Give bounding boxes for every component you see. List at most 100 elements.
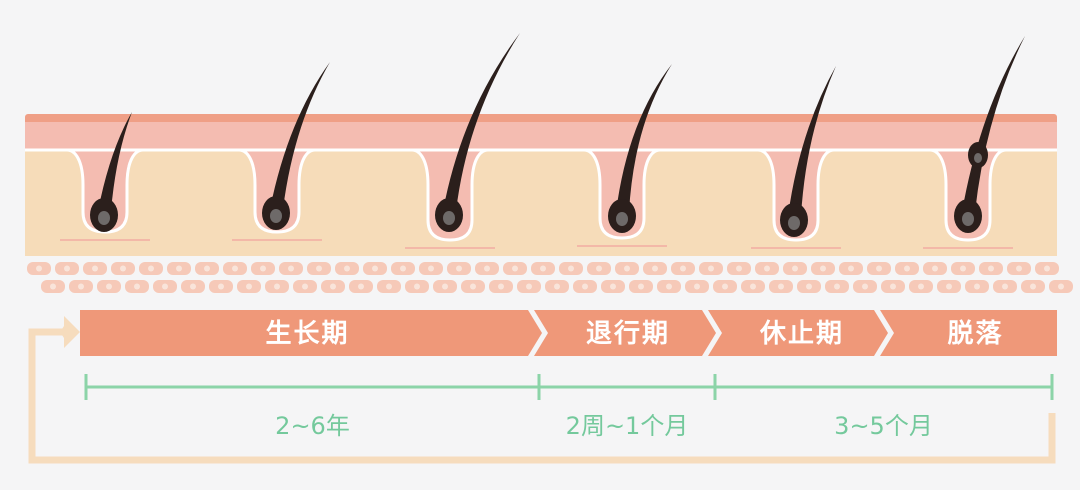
- skin-cell-nucleus: [988, 265, 994, 272]
- phase-bar-growth: [80, 310, 542, 356]
- skin-cell-nucleus: [932, 265, 938, 272]
- skin-cell-nucleus: [260, 265, 266, 272]
- phase-label-growth: 生长期: [265, 319, 350, 349]
- hair-shaft: [788, 66, 836, 216]
- follicle-5: [751, 66, 841, 249]
- skin-cell-nucleus: [946, 283, 952, 290]
- skin-cell-nucleus: [176, 265, 182, 272]
- phase-label-telogen: 休止期: [759, 319, 844, 349]
- skin-cell-nucleus: [400, 265, 406, 272]
- skin-cell-nucleus: [666, 283, 672, 290]
- skin-cell-nucleus: [862, 283, 868, 290]
- skin-cell-nucleus: [218, 283, 224, 290]
- hair-shaft: [443, 33, 520, 211]
- skin-cell-nucleus: [330, 283, 336, 290]
- skin-cell-nucleus: [568, 265, 574, 272]
- cycle-arrow-head-icon: [60, 316, 80, 348]
- hair-bulb-core: [98, 211, 110, 225]
- skin-cell-nucleus: [64, 265, 70, 272]
- hair-shaft: [962, 36, 1025, 212]
- follicle-6: [923, 36, 1025, 249]
- skin-cell-nucleus: [78, 283, 84, 290]
- old-hair-bulb-core: [974, 153, 982, 163]
- skin-cell-nucleus: [302, 283, 308, 290]
- skin-cell-nucleus: [190, 283, 196, 290]
- epidermis-layer: [25, 122, 1057, 152]
- skin-cell-nucleus: [36, 265, 42, 272]
- skin-cell-nucleus: [638, 283, 644, 290]
- duration-label-catagen: 2周~1个月: [565, 412, 689, 440]
- duration-label-telogen: 3~5个月: [834, 412, 933, 440]
- follicle-1: [60, 112, 150, 241]
- skin-cell-nucleus: [512, 265, 518, 272]
- skin-cell-nucleus: [554, 283, 560, 290]
- skin-cell-nucleus: [1002, 283, 1008, 290]
- skin-cell-nucleus: [344, 265, 350, 272]
- skin-cell-nucleus: [708, 265, 714, 272]
- skin-cell-nucleus: [820, 265, 826, 272]
- skin-cell-nucleus: [148, 265, 154, 272]
- skin-cell-nucleus: [904, 265, 910, 272]
- hair-bulb-core: [788, 216, 800, 230]
- skin-cell-nucleus: [960, 265, 966, 272]
- skin-cell-nucleus: [974, 283, 980, 290]
- hair-shaft: [616, 64, 672, 212]
- skin-cell-nucleus: [358, 283, 364, 290]
- skin-cell-nucleus: [246, 283, 252, 290]
- skin-cell-nucleus: [50, 283, 56, 290]
- skin-cell-nucleus: [722, 283, 728, 290]
- duration-label-growth: 2~6年: [275, 412, 350, 440]
- cycle-arrow-icon: [28, 328, 1056, 464]
- skin-cell-nucleus: [106, 283, 112, 290]
- skin-cell-nucleus: [120, 265, 126, 272]
- skin-cell-nucleus: [750, 283, 756, 290]
- follicle-2: [232, 62, 330, 241]
- skin-cell-nucleus: [484, 265, 490, 272]
- skin-cell-nucleus: [1058, 283, 1064, 290]
- skin-cell-nucleus: [288, 265, 294, 272]
- skin-cell-nucleus: [470, 283, 476, 290]
- skin-cell-nucleus: [596, 265, 602, 272]
- follicle-3: [405, 33, 520, 249]
- skin-cell-nucleus: [792, 265, 798, 272]
- skin-cell-nucleus: [652, 265, 658, 272]
- skin-cell-nucleus: [680, 265, 686, 272]
- phase-bar-catagen: [534, 310, 716, 356]
- skin-cell-nucleus: [442, 283, 448, 290]
- skin-cell-nucleus: [694, 283, 700, 290]
- skin-cell-nucleus: [372, 265, 378, 272]
- skin-cell-nucleus: [848, 265, 854, 272]
- skin-cell-nucleus: [764, 265, 770, 272]
- skin-cell-nucleus: [498, 283, 504, 290]
- skin-cell-nucleus: [624, 265, 630, 272]
- skin-cell-nucleus: [540, 265, 546, 272]
- hair-shaft: [98, 112, 132, 211]
- skin-cell-nucleus: [778, 283, 784, 290]
- skin-cell-nucleus: [1044, 265, 1050, 272]
- skin-cell-nucleus: [834, 283, 840, 290]
- skin-cell-nucleus: [610, 283, 616, 290]
- skin-cell-nucleus: [134, 283, 140, 290]
- skin-cell-nucleus: [890, 283, 896, 290]
- skin-cell-nucleus: [162, 283, 168, 290]
- skin-cell-nucleus: [414, 283, 420, 290]
- skin-cell-nucleus: [386, 283, 392, 290]
- skin-cell-nucleus: [92, 265, 98, 272]
- dermis-layer: [25, 150, 1057, 256]
- hair-bulb-core: [962, 212, 974, 226]
- follicles-group: [60, 33, 1025, 249]
- hair-bulb-core: [270, 209, 282, 223]
- skin-cell-nucleus: [582, 283, 588, 290]
- phase-label-catagen: 退行期: [585, 319, 670, 349]
- skin-cell-nucleus: [316, 265, 322, 272]
- cell-layer: [27, 262, 1073, 293]
- skin-cell-nucleus: [204, 265, 210, 272]
- follicle-4: [577, 64, 672, 247]
- skin-cell-nucleus: [918, 283, 924, 290]
- skin-cell-nucleus: [456, 265, 462, 272]
- skin-cell-nucleus: [876, 265, 882, 272]
- phase-bar-telogen: [708, 310, 888, 356]
- phase-label-shedding: 脱落: [947, 319, 1004, 349]
- skin-cell-nucleus: [526, 283, 532, 290]
